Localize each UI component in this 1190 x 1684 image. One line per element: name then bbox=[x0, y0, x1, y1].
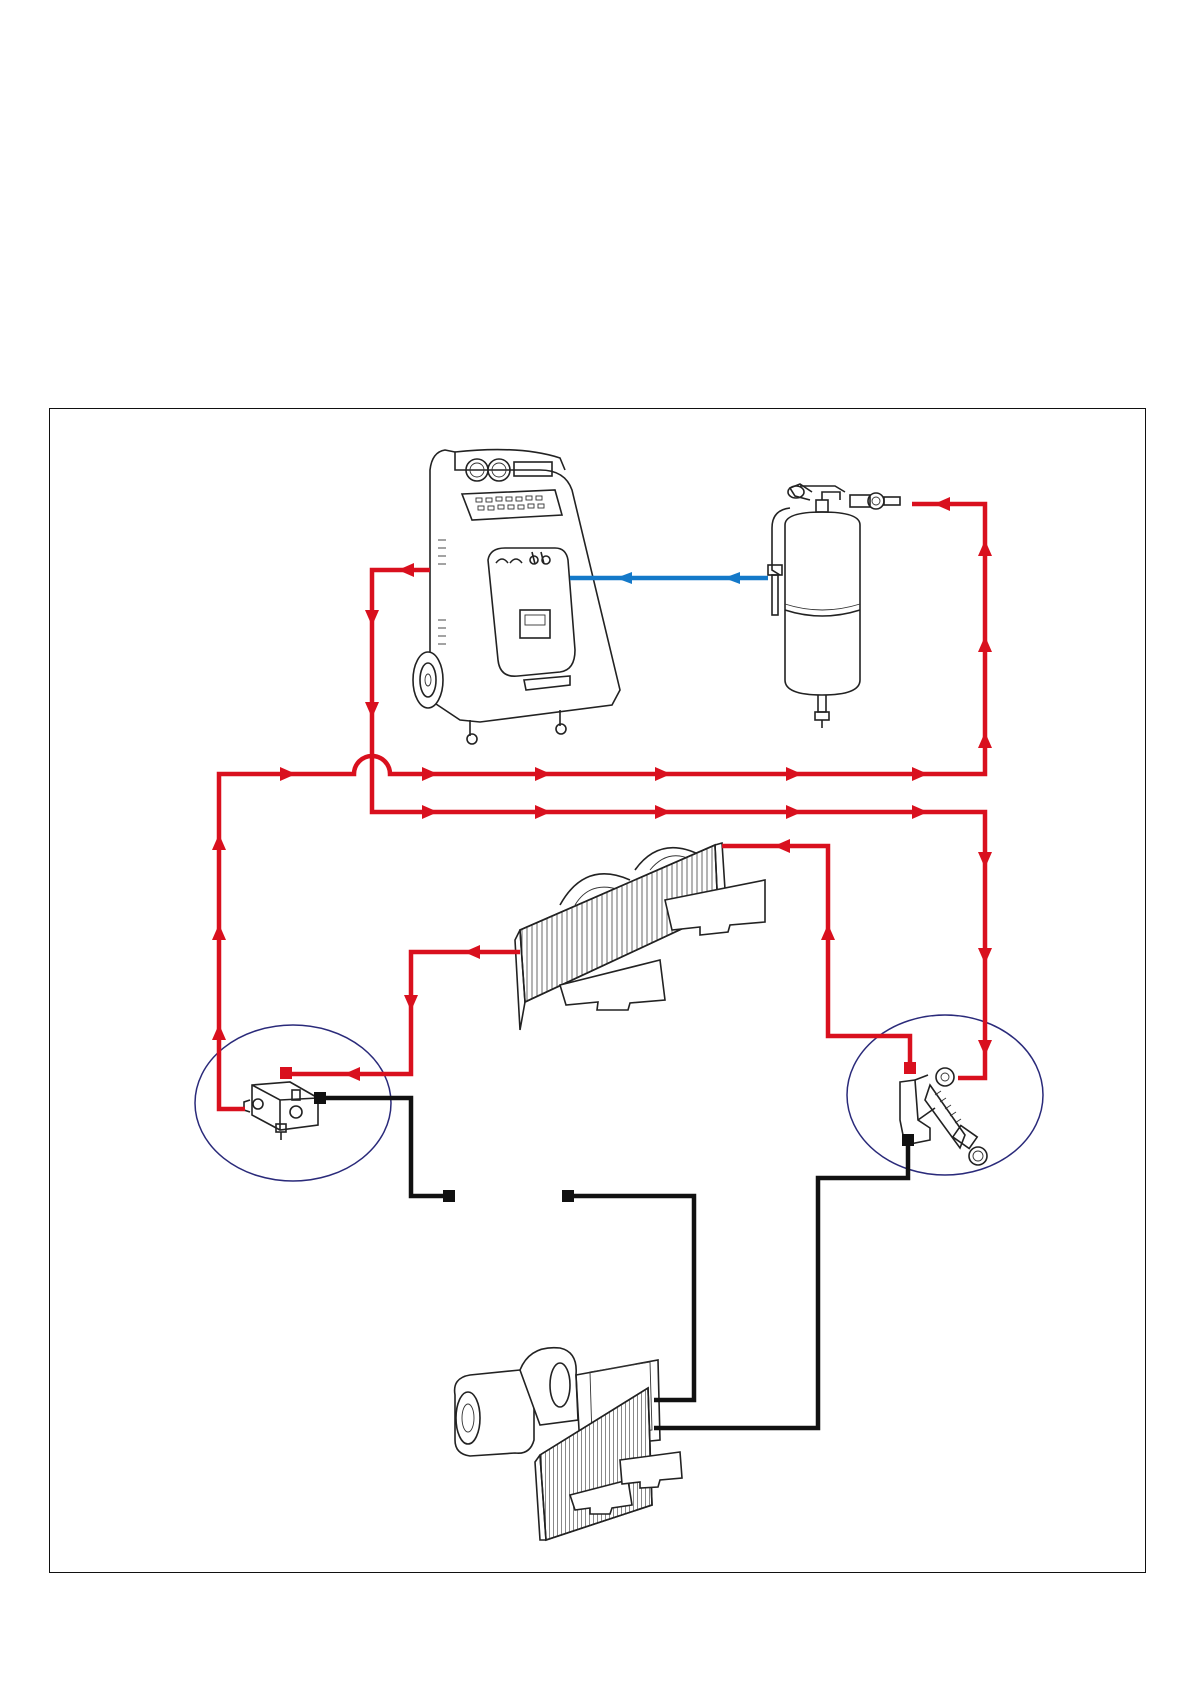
flow-arrow bbox=[464, 945, 480, 959]
flow-arrow bbox=[786, 805, 802, 819]
flow-arrow bbox=[212, 1024, 226, 1040]
flow-arrow bbox=[535, 805, 551, 819]
flow-arrow bbox=[821, 924, 835, 940]
flow-arrow bbox=[422, 767, 438, 781]
low-side-red-terminal bbox=[280, 1067, 292, 1079]
wheel-icon bbox=[413, 652, 443, 708]
signal-terminal-b bbox=[562, 1190, 574, 1202]
flow-arrow bbox=[344, 1067, 360, 1081]
recovery-flow-arrow bbox=[724, 572, 740, 584]
flow-arrow bbox=[280, 767, 296, 781]
flow-arrow bbox=[912, 767, 928, 781]
flow-arrow bbox=[655, 767, 671, 781]
flow-arrow bbox=[978, 1040, 992, 1056]
condenser-left-branch-line bbox=[290, 952, 520, 1074]
ac-service-station bbox=[413, 450, 620, 744]
flow-arrow bbox=[212, 834, 226, 850]
high-pressure-coupler bbox=[900, 1068, 987, 1165]
flow-arrow bbox=[978, 852, 992, 868]
supply-loop-line bbox=[219, 504, 985, 1109]
flow-arrow bbox=[365, 610, 379, 626]
flow-arrow bbox=[774, 839, 790, 853]
signal-terminal-a bbox=[443, 1190, 455, 1202]
flow-arrow bbox=[422, 805, 438, 819]
low-pressure-coupler bbox=[244, 1082, 318, 1140]
flow-arrow bbox=[978, 732, 992, 748]
low-side-signal-line bbox=[320, 1098, 448, 1196]
flow-arrow bbox=[978, 636, 992, 652]
flow-arrow bbox=[404, 995, 418, 1011]
flow-arrow bbox=[655, 805, 671, 819]
flow-arrow bbox=[912, 805, 928, 819]
high-pressure-zoom-circle bbox=[847, 1015, 1043, 1175]
flow-arrow bbox=[934, 497, 950, 511]
low-side-black-terminal bbox=[314, 1092, 326, 1104]
refrigerant-cylinder bbox=[768, 484, 900, 728]
flow-arrow bbox=[398, 563, 414, 577]
condenser bbox=[515, 843, 765, 1030]
flow-arrow bbox=[212, 924, 226, 940]
evaporator-blower bbox=[455, 1348, 682, 1540]
flow-arrow bbox=[978, 948, 992, 964]
blower-signal-upper-line bbox=[568, 1196, 694, 1400]
flow-arrow bbox=[786, 767, 802, 781]
flow-arrow bbox=[535, 767, 551, 781]
flow-arrow bbox=[365, 702, 379, 718]
recovery-flow-arrow bbox=[616, 572, 632, 584]
condenser-right-branch-line bbox=[722, 846, 910, 1064]
high-side-black-terminal bbox=[902, 1134, 914, 1146]
flow-arrow bbox=[978, 540, 992, 556]
high-side-red-terminal bbox=[904, 1062, 916, 1074]
